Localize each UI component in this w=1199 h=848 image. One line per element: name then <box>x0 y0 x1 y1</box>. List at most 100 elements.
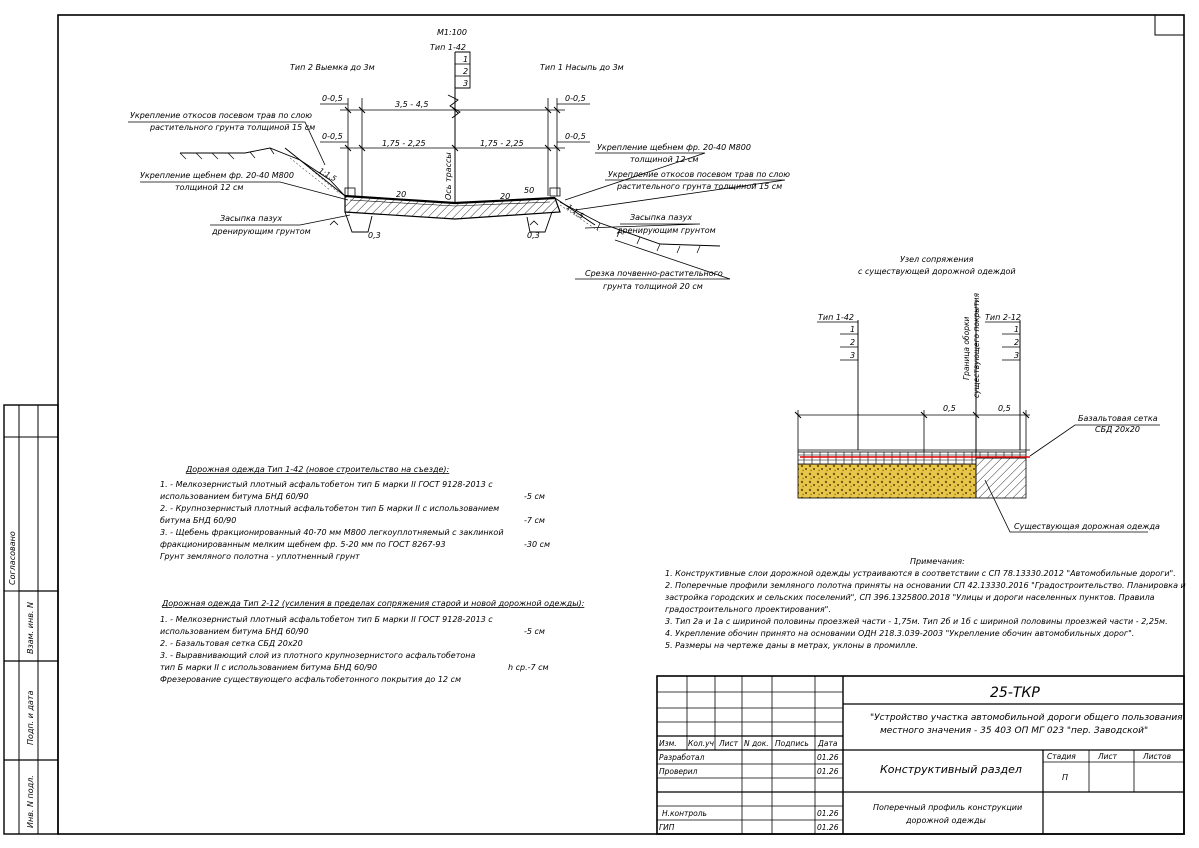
pavement-type-2-block: Дорожная одежда Тип 2-12 (усиления в пре… <box>160 599 585 684</box>
node-dim-1: 0,5 <box>943 404 956 413</box>
node-right-num-1: 1 <box>1014 325 1019 334</box>
pavement2-line-1: 1. - Мелкозернистый плотный асфальтобето… <box>160 615 493 624</box>
note-line-6: 4. Укрепление обочин принято на основани… <box>665 629 1134 638</box>
pavement1-val-4: -7 см <box>524 516 545 525</box>
node-left-num-1: 1 <box>850 325 855 334</box>
slope-right: 20 <box>500 192 510 201</box>
node-left-num-2: 2 <box>850 338 855 347</box>
node-right-num-2: 2 <box>1014 338 1019 347</box>
elev-mid-left: 0-0,5 <box>322 132 343 141</box>
sheet-header: Лист <box>1097 752 1118 761</box>
boundary-label-2: существующего покрытия <box>972 293 981 398</box>
stage-value: П <box>1062 773 1068 782</box>
project-title-1: "Устройство участка автомобильной дороги… <box>870 713 1183 723</box>
pavement2-line-2: использованием битума БНД 60/90 <box>160 627 309 636</box>
col-header-sign: Подпись <box>775 739 809 748</box>
profile-type-label: Тип 1-42 <box>430 43 466 52</box>
date-gip: 01.26 <box>817 823 839 832</box>
left-note-3-line2: дренирующим грунтом <box>211 227 311 236</box>
note-line-1: 1. Конструктивные слои дорожной одежды у… <box>665 569 1176 578</box>
col-header-date: Дата <box>817 739 838 748</box>
pavement2-line-3: 2. - Базальтовая сетка СБД 20х20 <box>160 639 303 648</box>
section-name: Конструктивный раздел <box>880 763 1022 776</box>
left-profile-title: Тип 2 Выемка до 3м <box>290 63 375 72</box>
node-dim-2: 0,5 <box>998 404 1011 413</box>
node-title-2: с существующей дорожной одеждой <box>858 267 1016 276</box>
sheets-header: Листов <box>1142 752 1171 761</box>
role-checker: Проверил <box>659 767 698 776</box>
pavement2-val-2: -5 см <box>524 627 545 636</box>
dim-left: 1,75 - 2,25 <box>382 139 426 148</box>
pavement1-line-7: Грунт земляного полотна - уплотненный гр… <box>160 552 360 561</box>
col-header-izm: Изм. <box>659 739 677 748</box>
slope-right-2: 50 <box>524 186 534 195</box>
ratio-right: 1:1,5 <box>565 202 586 221</box>
pavement1-line-6: фракционированным мелким щебнем фр. 5-20… <box>160 540 446 549</box>
pavement1-line-2: использованием битума БНД 60/90 <box>160 492 309 501</box>
pavement-type-1-block: Дорожная одежда Тип 1-42 (новое строител… <box>160 465 550 561</box>
title-block <box>656 675 1185 835</box>
corner-box <box>1154 15 1184 36</box>
pavement2-line-5: тип Б марки II с использованием битума Б… <box>160 663 377 672</box>
pavement1-val-2: -5 см <box>524 492 545 501</box>
date-checker: 01.26 <box>817 767 839 776</box>
layer-num-1: 1 <box>463 55 468 64</box>
node-title-1: Узел сопряжения <box>900 255 974 264</box>
right-note-3-line2: дренирующим грунтом <box>616 226 716 235</box>
right-profile-title: Тип 1 Насыпь до 3м <box>540 63 624 72</box>
stage-header: Стадия <box>1047 752 1076 761</box>
note-line-5: 3. Тип 2а и 1а с шириной половины проезж… <box>665 617 1168 626</box>
note-line-7: 5. Размеры на чертеже даны в метрах, укл… <box>665 641 918 650</box>
slope-left: 20 <box>396 190 406 199</box>
inv-replace-label: Взам. инв. N <box>26 602 35 654</box>
pavement1-line-5: 3. - Щебень фракционированный 40-70 мм М… <box>160 528 504 537</box>
col-header-kol: Кол.уч <box>688 739 715 748</box>
pavement1-line-1: 1. - Мелкозернистый плотный асфальтобето… <box>160 480 493 489</box>
elev-mid-right: 0-0,5 <box>565 132 586 141</box>
dim-right: 1,75 - 2,25 <box>480 139 524 148</box>
right-note-2-line2: растительного грунта толщиной 15 см <box>616 182 782 191</box>
right-note-1-line1: Укрепление щебнем фр. 20-40 М800 <box>597 143 751 152</box>
right-note-2-line1: Укрепление откосов посевом трав по слою <box>608 170 790 179</box>
right-note-3-line1: Засыпка пазух <box>630 213 692 222</box>
role-norm-control: Н.контроль <box>662 809 707 818</box>
layer-num-2: 2 <box>463 67 468 76</box>
pavement1-line-3: 2. - Крупнозернистый плотный асфальтобет… <box>160 504 499 513</box>
boundary-label-1: Граница оборки <box>962 317 971 380</box>
drawing-title-1: Поперечный профиль конструкции <box>873 803 1022 812</box>
col-header-doc: N док. <box>744 739 769 748</box>
scale-label: М1:100 <box>437 28 467 37</box>
ratio-left: 1:1,5 <box>317 166 338 184</box>
role-gip: ГИП <box>659 823 675 832</box>
existing-pavement-label: Существующая дорожная одежда <box>1014 522 1160 531</box>
pavement1-line-4: битума БНД 60/90 <box>160 516 236 525</box>
notes-block: Примечания: 1. Конструктивные слои дорож… <box>665 557 1186 650</box>
mesh-label-2: СБД 20х20 <box>1095 425 1140 434</box>
layer-num-3: 3 <box>463 79 468 88</box>
node-right-num-3: 3 <box>1014 351 1019 360</box>
left-margin-strip: Согласовано Взам. инв. N Подп. и дата Ин… <box>3 404 59 835</box>
left-note-3-line1: Засыпка пазух <box>220 214 282 223</box>
note-line-3: застройка городских и сельских поселений… <box>665 593 1155 602</box>
sign-date-label: Подп. и дата <box>26 690 35 745</box>
note-line-4: градостроительного проектирования". <box>665 605 831 614</box>
right-note-4-line1: Срезка почвенно-растительного <box>585 269 723 278</box>
date-developer: 01.26 <box>817 753 839 762</box>
drawing-title-2: дорожной одежды <box>905 816 986 825</box>
mesh-label-1: Базальтовая сетка <box>1078 414 1158 423</box>
junction-node-detail <box>794 300 1160 533</box>
axis-label: Ось трассы <box>444 152 453 200</box>
doc-code: 25-ТКР <box>990 685 1040 701</box>
node-type-left: Тип 1-42 <box>818 313 854 322</box>
pavement2-line-6: Фрезерование существующего асфальтобетон… <box>160 675 461 684</box>
inv-orig-label: Инв. N подл. <box>26 775 35 828</box>
node-left-num-3: 3 <box>850 351 855 360</box>
node-type-right: Тип 2-12 <box>985 313 1021 322</box>
depth-left: 0,3 <box>368 231 381 240</box>
role-developer: Разработал <box>659 753 705 762</box>
pavement1-val-6: -30 см <box>524 540 550 549</box>
pavement1-title: Дорожная одежда Тип 1-42 (новое строител… <box>185 465 450 474</box>
left-note-2-line2: толщиной 12 см <box>175 183 243 192</box>
date-norm-control: 01.26 <box>817 809 839 818</box>
